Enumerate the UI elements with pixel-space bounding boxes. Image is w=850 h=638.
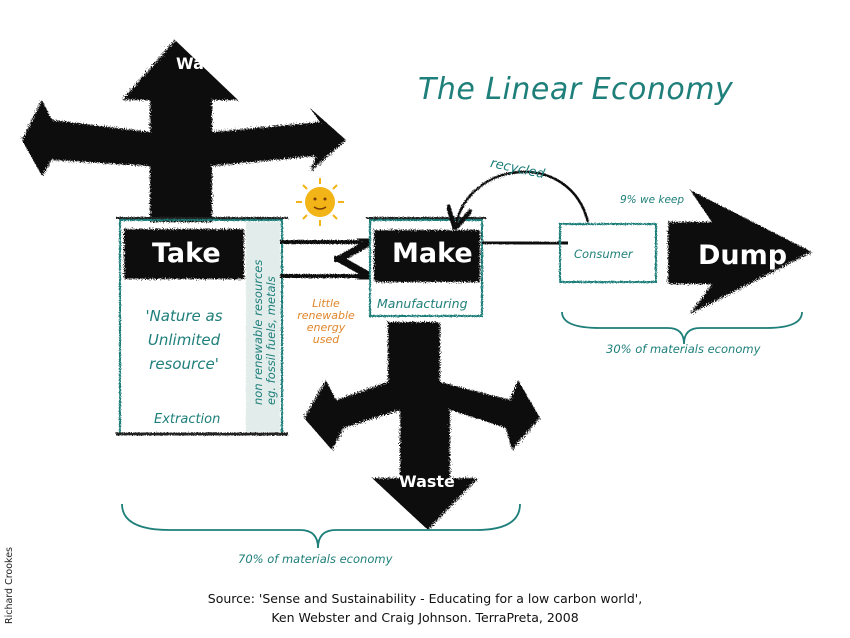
resource-strip: [246, 222, 280, 432]
waste-arrows-bottom: [304, 322, 540, 530]
nature-text: 'Nature as Unlimited resource': [140, 304, 228, 376]
nature-line-1: 'Nature as: [145, 307, 223, 325]
energy-note: Little renewable energy used: [286, 298, 366, 346]
consumer-box: [559, 223, 657, 283]
consumer-label: Consumer: [574, 247, 633, 261]
take-label: Take: [152, 238, 221, 269]
extraction-box: [116, 217, 288, 436]
recycled-arrow: [456, 170, 590, 224]
waste-arrows-top: [22, 40, 346, 222]
source-line-2: Ken Webster and Craig Johnson. TerraPret…: [271, 610, 579, 625]
extraction-share-label: 70% of materials economy: [238, 552, 393, 566]
energy-line-1: Little: [312, 297, 340, 310]
flow-arrows-take-make: [280, 242, 362, 276]
source-line-1: Source: 'Sense and Sustainability - Educ…: [207, 591, 643, 606]
extraction-label: Extraction: [154, 412, 221, 427]
nature-line-2: Unlimited: [147, 331, 221, 349]
flow-arrow-make-consumer: [481, 242, 560, 244]
energy-line-3: energy: [306, 321, 346, 334]
diagram-title: The Linear Economy: [418, 72, 734, 107]
resource-line-2: eg. fossil fuels, metals: [264, 276, 278, 405]
author-credit: Richard Crookes: [4, 546, 15, 624]
resource-text: non renewable resources eg. fossil fuels…: [251, 260, 278, 405]
dump-label: Dump: [698, 240, 788, 271]
sun-icon: [296, 178, 344, 226]
dump-arrow: [668, 190, 812, 314]
consumer-share-label: 30% of materials economy: [606, 342, 761, 356]
make-label: Make: [392, 238, 473, 269]
waste-top-label: Waste: [176, 54, 232, 73]
take-block: [124, 229, 244, 279]
make-block: [374, 230, 480, 282]
consumer-brace: [561, 311, 803, 345]
keep-note: 9% we keep: [620, 194, 685, 206]
manufacturing-label: Manufacturing: [377, 296, 468, 311]
energy-line-2: renewable: [297, 309, 355, 322]
nature-line-3: resource': [149, 355, 219, 373]
energy-line-4: used: [312, 333, 340, 346]
extraction-brace: [121, 503, 521, 549]
waste-bottom-label: Waste: [399, 472, 455, 491]
